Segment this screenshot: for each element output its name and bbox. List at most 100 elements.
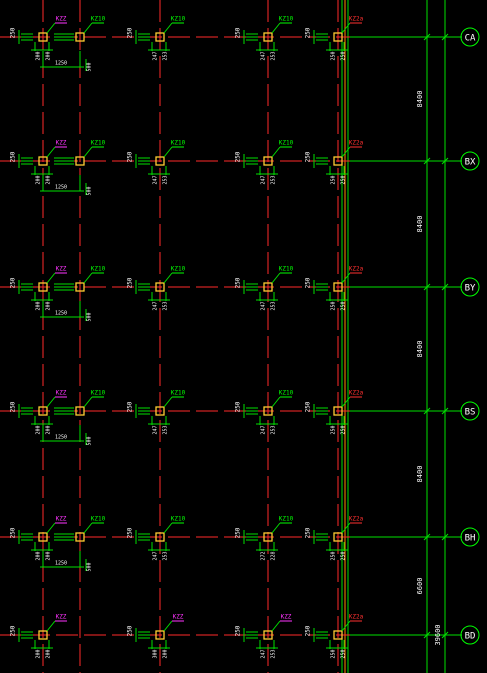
dim-250-label: 250 [127, 151, 134, 162]
bottom-dim-right: 228 [271, 551, 277, 560]
column-square [155, 532, 165, 542]
bottom-dim-right: 200 [46, 51, 52, 60]
column-label: KZZ [56, 266, 67, 273]
leader-line [341, 522, 351, 534]
bottom-dim-left: 250 [331, 649, 337, 658]
column-label: KZZ [56, 516, 67, 523]
column-label-secondary: KZ10 [91, 140, 106, 147]
bottom-dim-right: 253 [163, 175, 169, 184]
bottom-dim-right: 200 [46, 301, 52, 310]
bottom-dim-left: 247 [153, 51, 159, 60]
bay-dimension-label: 8400 [416, 341, 424, 358]
bottom-dim-right: 200 [46, 649, 52, 658]
bottom-dim-right: 253 [271, 301, 277, 310]
column-square [263, 156, 273, 166]
column-square-secondary [75, 282, 85, 292]
dim-250-label: 250 [10, 277, 17, 288]
bottom-dim-left: 250 [331, 551, 337, 560]
column-square [155, 630, 165, 640]
grid-bubble-circle [460, 151, 480, 171]
column-label: KZZ [56, 16, 67, 23]
leader-line [341, 146, 351, 158]
column-label: KZ10 [171, 16, 186, 23]
leader-line [163, 146, 173, 158]
dim-250-label: 250 [127, 527, 134, 538]
leader-line [341, 396, 351, 408]
bottom-dim-right: 250 [341, 649, 347, 658]
column-square [155, 32, 165, 42]
dim-250-label: 250 [235, 277, 242, 288]
leader-line [341, 620, 351, 632]
grid-bubble-label-BY: BY [465, 284, 476, 294]
leader-line [83, 146, 93, 158]
column-label: KZ2a [349, 516, 364, 523]
column-square-secondary [75, 32, 85, 42]
column-square [155, 156, 165, 166]
bottom-dim-left: 250 [331, 175, 337, 184]
dimension-tick [423, 533, 431, 541]
bottom-dim-left: 200 [36, 425, 42, 434]
column-square [155, 282, 165, 292]
leader-line [271, 620, 281, 632]
grid-bubble-label-BS: BS [465, 408, 476, 418]
column-square [38, 32, 48, 42]
column-label: KZ10 [279, 16, 294, 23]
bottom-dim-right: 250 [341, 51, 347, 60]
bottom-dim-right: 250 [341, 301, 347, 310]
bottom-dim-right: 250 [341, 425, 347, 434]
leader-line [46, 22, 56, 34]
dim-250-label: 250 [235, 151, 242, 162]
bottom-dim-left: 300 [153, 649, 159, 658]
bay-dimension-label: 8400 [416, 216, 424, 233]
column-label: KZ10 [279, 266, 294, 273]
bottom-dim-right: 253 [163, 551, 169, 560]
column-label: KZ2a [349, 614, 364, 621]
bay-dimension-label: 8400 [416, 91, 424, 108]
dim-500-label: 500 [87, 436, 93, 445]
leader-line [271, 146, 281, 158]
leader-line [341, 22, 351, 34]
dimension-tick [441, 631, 449, 639]
grid-bubble-circle [460, 625, 480, 645]
leader-line [163, 396, 173, 408]
bottom-dim-right: 250 [341, 551, 347, 560]
dimension-tick [423, 631, 431, 639]
dim-250-label: 250 [10, 401, 17, 412]
column-square [38, 406, 48, 416]
grid-bubble-label-BD: BD [465, 632, 476, 642]
bottom-dim-left: 247 [153, 301, 159, 310]
dim-250-label: 250 [10, 527, 17, 538]
grid-bubble-label-BH: BH [465, 534, 476, 544]
leader-line [46, 146, 56, 158]
column-label: KZ2a [349, 266, 364, 273]
column-square [263, 630, 273, 640]
dimension-tick [441, 157, 449, 165]
bottom-dim-left: 250 [331, 425, 337, 434]
grid-bubble-label-BX: BX [465, 158, 476, 168]
leader-line [83, 22, 93, 34]
bottom-dim-left: 247 [261, 301, 267, 310]
leader-line [163, 22, 173, 34]
leader-line [83, 396, 93, 408]
dim-1250-label: 1250 [55, 435, 67, 441]
dim-250-label: 250 [305, 151, 312, 162]
column-label-secondary: KZ10 [91, 266, 106, 273]
column-label-secondary: KZ10 [91, 16, 106, 23]
dim-250-label: 250 [10, 27, 17, 38]
column-square [333, 630, 343, 640]
dim-250-label: 250 [235, 401, 242, 412]
dim-250-label: 250 [10, 625, 17, 636]
dimension-tick [423, 33, 431, 41]
column-square [333, 156, 343, 166]
bottom-dim-left: 250 [331, 51, 337, 60]
dimension-tick [423, 283, 431, 291]
bottom-dim-left: 200 [36, 649, 42, 658]
column-square [263, 406, 273, 416]
column-square [155, 406, 165, 416]
dim-250-label: 250 [305, 527, 312, 538]
